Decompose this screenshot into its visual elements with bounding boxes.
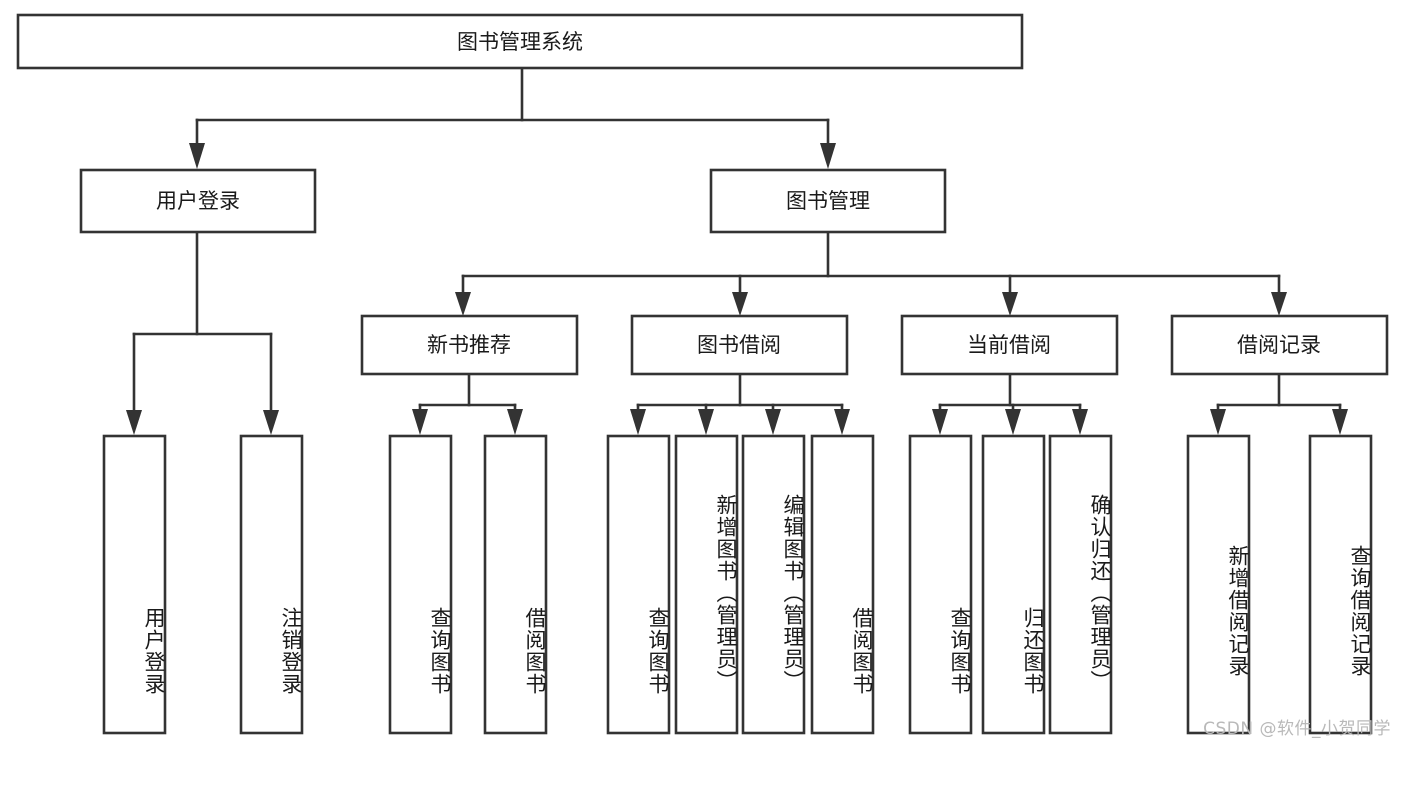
leaf-book-borrow-4-label: 借阅图书 (850, 606, 874, 695)
node-root-box[interactable] (16, 13, 1024, 70)
leaf-current-borrow-1-box[interactable] (908, 434, 973, 735)
arrow-head-borrow-record (1271, 292, 1287, 316)
arrow-head-book-manage (820, 143, 836, 169)
arrow-head-new-book-recommend (455, 292, 471, 316)
leaf-new-book-2-box[interactable] (483, 434, 548, 735)
tree-diagram-svg: 图书管理系统 用户登录 图书管理 新书推荐 图书借阅 当前借阅 借阅记录 (16, 13, 1389, 735)
leaf-current-borrow-1-label: 查询图书 (948, 606, 972, 695)
leaf-borrow-record-2-box[interactable] (1308, 434, 1373, 735)
node-book-borrow-box[interactable] (630, 314, 849, 376)
leaf-borrow-record-1-label: 新增借阅记录 (1226, 544, 1250, 677)
leaf-new-book-1-label: 查询图书 (428, 606, 452, 695)
node-new-book-recommend-box[interactable] (360, 314, 579, 376)
node-layer: 图书管理系统 用户登录 图书管理 新书推荐 图书借阅 当前借阅 借阅记录 (16, 13, 1389, 735)
diagram-canvas: 图书管理系统 用户登录 图书管理 新书推荐 图书借阅 当前借阅 借阅记录 (16, 13, 1391, 739)
arrow-head-book-borrow-leaf-2 (698, 409, 714, 435)
node-current-borrow-box[interactable] (900, 314, 1119, 376)
leaf-book-borrow-1-label: 查询图书 (646, 606, 670, 695)
node-book-borrow-label: 图书借阅 (697, 333, 781, 357)
leaf-book-borrow-3-box[interactable] (741, 434, 806, 735)
leaf-new-book-2-label: 借阅图书 (523, 606, 547, 695)
arrow-head-user-login-leaf-2 (263, 410, 279, 435)
arrow-head-borrow-record-leaf-1 (1210, 409, 1226, 435)
leaf-borrow-record-2-label: 查询借阅记录 (1348, 544, 1372, 677)
node-borrow-record-label: 借阅记录 (1237, 333, 1321, 357)
arrow-head-current-borrow-leaf-2 (1005, 409, 1021, 435)
leaf-current-borrow-3-label: 确认归还（管理员） (1088, 493, 1112, 692)
node-current-borrow-label: 当前借阅 (967, 333, 1051, 357)
arrow-head-book-borrow-leaf-3 (765, 409, 781, 435)
node-user-login-label: 用户登录 (156, 189, 240, 213)
arrow-head-book-borrow-leaf-4 (834, 409, 850, 435)
arrow-head-current-borrow-leaf-3 (1072, 409, 1088, 435)
arrow-head-new-book-leaf-1 (412, 409, 428, 435)
leaf-user-login-1-label: 用户登录 (142, 606, 166, 695)
leaf-book-borrow-3-label: 编辑图书（管理员） (781, 493, 805, 692)
leaf-book-borrow-1-box[interactable] (606, 434, 671, 735)
leaf-current-borrow-2-box[interactable] (981, 434, 1046, 735)
leaf-current-borrow-3-box[interactable] (1048, 434, 1113, 735)
node-book-manage-label: 图书管理 (786, 189, 870, 213)
arrow-head-current-borrow (1002, 292, 1018, 316)
leaf-user-login-1-box[interactable] (102, 434, 167, 735)
watermark-label: CSDN @软件_小贺同学 (1203, 719, 1391, 739)
leaf-borrow-record-1-box[interactable] (1186, 434, 1251, 735)
arrow-head-user-login-leaf-1 (126, 410, 142, 435)
leaf-current-borrow-2-label: 归还图书 (1021, 606, 1045, 695)
node-root-label: 图书管理系统 (457, 30, 583, 54)
leaf-book-borrow-2-box[interactable] (674, 434, 739, 735)
arrow-head-current-borrow-leaf-1 (932, 409, 948, 435)
leaf-book-borrow-2-label: 新增图书（管理员） (714, 493, 738, 692)
arrow-head-book-borrow (732, 292, 748, 316)
arrow-head-borrow-record-leaf-2 (1332, 409, 1348, 435)
node-book-manage-box[interactable] (709, 168, 947, 234)
arrow-head-new-book-leaf-2 (507, 409, 523, 435)
leaf-user-login-2-box[interactable] (239, 434, 304, 735)
connector-layer (126, 66, 1348, 435)
leaf-new-book-1-box[interactable] (388, 434, 453, 735)
node-new-book-recommend-label: 新书推荐 (427, 333, 511, 357)
arrow-head-user-login (189, 143, 205, 169)
arrow-head-book-borrow-leaf-1 (630, 409, 646, 435)
node-borrow-record-box[interactable] (1170, 314, 1389, 376)
leaf-user-login-2-label: 注销登录 (279, 606, 303, 695)
node-user-login-box[interactable] (79, 168, 317, 234)
leaf-book-borrow-4-box[interactable] (810, 434, 875, 735)
